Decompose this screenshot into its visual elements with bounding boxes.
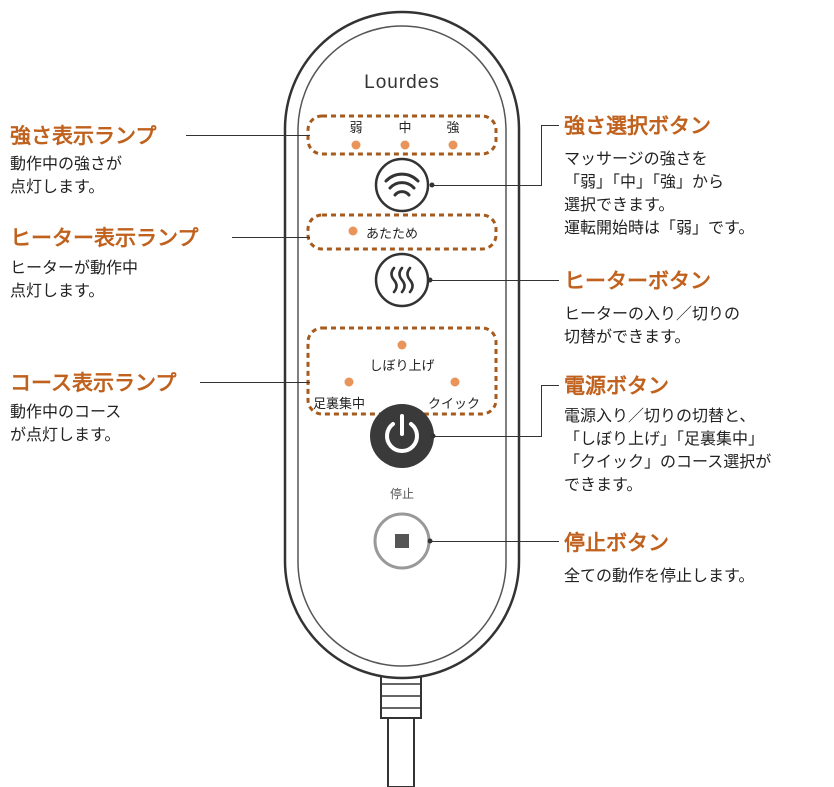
stop-button-desc: 全ての動作を停止します。 bbox=[564, 566, 755, 585]
heater-lamp-box bbox=[306, 213, 498, 251]
intensity-button-leader-v bbox=[541, 125, 542, 186]
heater-lamp-leader bbox=[232, 237, 310, 238]
heater-lamp-title: ヒーター表示ランプ bbox=[10, 226, 199, 250]
heater-button-title: ヒーターボタン bbox=[564, 269, 711, 293]
course-lamp-desc: 動作中のコース が点灯します。 bbox=[10, 402, 122, 444]
intensity-lamp-leader bbox=[186, 135, 310, 136]
label-course-top: しぼり上げ bbox=[369, 359, 435, 374]
course-lamp-title: コース表示ランプ bbox=[10, 371, 177, 395]
power-button-title: 電源ボタン bbox=[564, 374, 669, 398]
lamp-weak bbox=[351, 140, 361, 150]
label-heater-lamp: あたため bbox=[366, 227, 419, 242]
power-button[interactable] bbox=[370, 404, 434, 468]
label-course-left: 足裏集中 bbox=[313, 397, 366, 412]
course-lamp-box bbox=[306, 326, 498, 416]
intensity-button-title: 強さ選択ボタン bbox=[564, 114, 711, 138]
lamp-medium bbox=[400, 140, 410, 150]
heater-lamp-desc: ヒーターが動作中 点灯します。 bbox=[10, 258, 139, 300]
label-medium: 中 bbox=[398, 121, 412, 136]
label-weak: 弱 bbox=[349, 121, 363, 136]
stop-button[interactable] bbox=[373, 512, 431, 570]
course-lamp-leader bbox=[200, 382, 310, 383]
stop-button-leader bbox=[430, 541, 559, 542]
label-strong: 強 bbox=[446, 121, 460, 136]
heater-button-leader bbox=[430, 280, 559, 281]
lamp-course-top bbox=[397, 340, 407, 350]
label-course-right: クイック bbox=[428, 397, 481, 412]
heater-button[interactable] bbox=[374, 252, 430, 308]
lamp-strong bbox=[448, 140, 458, 150]
power-button-desc: 電源入り／切りの切替と、 「しぼり上げ」「足裏集中」 「クイック」のコース選択が… bbox=[564, 406, 772, 494]
intensity-lamp-desc: 動作中の強さが 点灯します。 bbox=[10, 154, 123, 196]
intensity-lamp-title: 強さ表示ランプ bbox=[10, 124, 157, 148]
intensity-button-desc: マッサージの強さを 「弱」「中」「強」から 選択できます。 運転開始時は「弱」で… bbox=[564, 149, 755, 237]
intensity-button-leader-top bbox=[541, 125, 559, 126]
lamp-course-right bbox=[450, 377, 460, 387]
lamp-heater bbox=[348, 226, 358, 236]
brand-logo: Lourdes bbox=[364, 72, 440, 93]
heater-button-desc: ヒーターの入り／切りの 切替ができます。 bbox=[564, 304, 741, 346]
label-stop: 停止 bbox=[389, 487, 414, 501]
intensity-button[interactable] bbox=[374, 157, 430, 213]
intensity-button-leader-h bbox=[432, 185, 542, 186]
power-button-leader-top bbox=[541, 385, 559, 386]
power-button-leader-h bbox=[433, 436, 542, 437]
power-button-leader-v bbox=[541, 385, 542, 437]
stop-button-title: 停止ボタン bbox=[564, 531, 669, 555]
lamp-course-left bbox=[344, 377, 354, 387]
